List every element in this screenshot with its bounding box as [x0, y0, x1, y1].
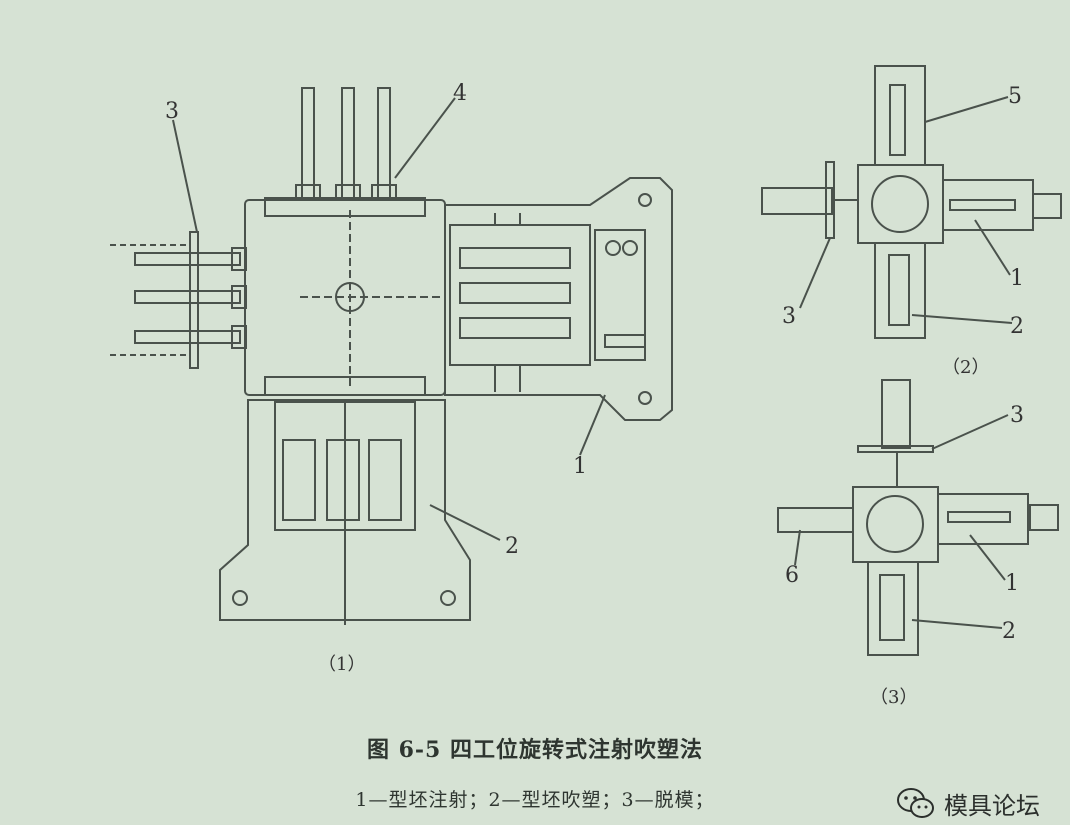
view-3-station	[777, 379, 1059, 656]
view2-label-1: 1	[1010, 266, 1024, 291]
view1-label-3: 3	[165, 99, 179, 124]
wechat-icon	[897, 787, 934, 818]
view1-label-4: 4	[453, 81, 467, 106]
view3-label-6: 6	[785, 563, 799, 588]
view2-label-2: 2	[1010, 314, 1024, 339]
view2-label-5: 5	[1008, 84, 1022, 109]
view3-label-2: 2	[1002, 619, 1016, 644]
figure-caption-legend: 1—型坯注射；2—型坯吹塑；3—脱模；	[355, 789, 715, 811]
view1-label-1: 1	[573, 454, 587, 479]
view1-label-2: 2	[505, 534, 519, 559]
subfigure-label-2: （2）	[942, 357, 989, 378]
view2-label-3: 3	[782, 304, 796, 329]
view3-label-1: 1	[1005, 571, 1019, 596]
left-ejection-station	[110, 231, 247, 369]
right-injection-mold	[444, 177, 673, 421]
bottom-blow-mold	[219, 399, 471, 625]
figure-caption-title: 图 6-5 四工位旋转式注射吹塑法	[366, 737, 704, 763]
watermark: 模具论坛	[896, 786, 1040, 821]
watermark-text: 模具论坛	[944, 792, 1040, 820]
subfigure-label-1: （1）	[318, 654, 365, 675]
view-2-station	[761, 65, 1062, 339]
view3-label-3: 3	[1010, 403, 1024, 428]
top-nozzles	[295, 87, 397, 200]
subfigure-label-3: （3）	[870, 687, 917, 708]
view-1-assembly	[110, 87, 673, 625]
